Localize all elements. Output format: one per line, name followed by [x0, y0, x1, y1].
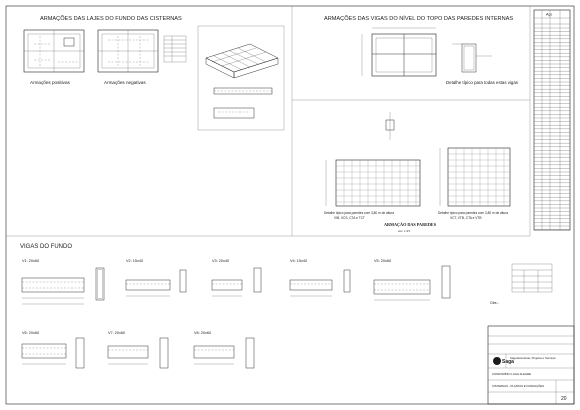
title-slabs: ARMAÇÕES DAS LAJES DO FUNDO DAS CISTERNA…: [40, 15, 182, 22]
beam-label-v6: V6: 20x60: [22, 331, 39, 335]
company-name: Saga Estruturas, Projetos e Serviços: [510, 356, 556, 360]
beam-v5-elevation: [373, 265, 451, 301]
saga-logo-icon: [493, 357, 501, 365]
beam-v6-elevation: [21, 337, 85, 369]
wall-note-left: Detalhe típico para paredes com 3,80 m d…: [324, 211, 394, 215]
beam-label-v5: V5: 20x60: [374, 259, 391, 263]
beam-steel-table: [511, 263, 553, 293]
beam-v1-elevation: [21, 267, 105, 305]
wall-note-left-2: VIB, VCS, CTA e TCT: [334, 216, 365, 220]
beam-label-v4: V4: 15x40: [290, 259, 307, 263]
beam-v3-elevation: [211, 267, 262, 297]
slab-isometric-detail: [197, 25, 285, 131]
beam-label-v2: V2: 15x40: [126, 259, 143, 263]
detail-typical: Detalhe típico para todas estas vigas: [446, 80, 519, 85]
beam-v4-elevation: [289, 269, 351, 297]
project-name: CISTERNAS - PLANTAS E FUNDAÇÕES: [492, 383, 544, 388]
beam-section-detail: [452, 43, 492, 73]
walls-title: ARMAÇÃO DAS PAREDES: [384, 222, 437, 227]
beam-label-v1: V1: 20x60: [22, 259, 39, 263]
beams-title: VIGAS DO FUNDO: [20, 244, 72, 250]
title-block: [487, 325, 575, 405]
wall-elevation-left: [325, 159, 421, 207]
beam-v7-elevation: [107, 337, 169, 369]
sheet-number: 20: [561, 396, 567, 402]
brand-name: Saga: [502, 359, 514, 365]
notes-label: Obs.:: [490, 301, 499, 305]
title-internal-beams: ARMAÇÕES DAS VIGAS DO NÍVEL DO TOPO DAS …: [324, 15, 513, 22]
beam-label-v8: V8: 20x60: [194, 331, 211, 335]
beam-v2-elevation: [125, 269, 187, 297]
steel-table: [533, 9, 571, 231]
wall-note-right-2: VCT, VTB, CTA e VTB: [450, 216, 481, 220]
table-header: Aço: [546, 13, 552, 17]
label-negative: Armações negativas: [104, 80, 146, 85]
beam-label-v7: V7: 20x60: [108, 331, 125, 335]
wall-section-small: [385, 112, 395, 140]
wall-note-right: Detalhe típico para paredes com 3,80 m d…: [438, 211, 508, 215]
walls-scale: esc. 1:25: [398, 229, 410, 233]
beam-v8-elevation: [193, 337, 255, 369]
label-positive: Armações positivas: [30, 80, 71, 85]
beam-label-v3: V3: 20x40: [212, 259, 229, 263]
slab-positive-plan: [23, 29, 85, 73]
slab-negative-plan: [97, 29, 159, 73]
slab-steel-table: [163, 35, 187, 63]
internal-beam-plan: [361, 27, 437, 77]
sheet-border: [5, 5, 575, 405]
wall-elevation-right: [439, 147, 511, 207]
client-name: CONDOMÍNIO LAGO ALEGRE: [492, 372, 531, 376]
